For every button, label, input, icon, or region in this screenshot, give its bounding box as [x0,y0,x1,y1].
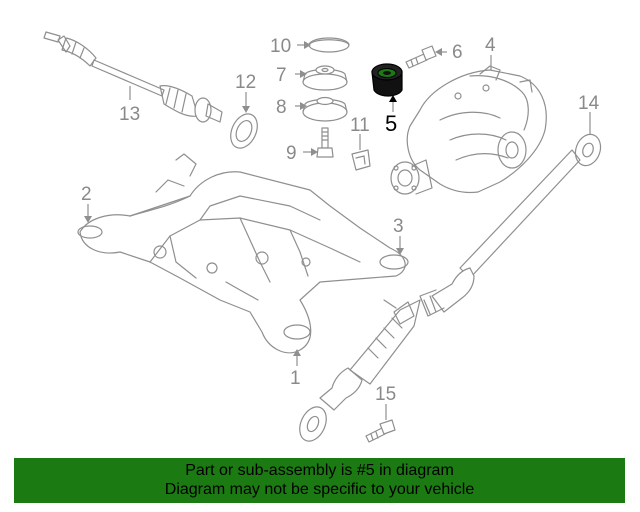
upper-mount-part[interactable] [302,65,348,91]
leader-lines [84,41,591,420]
callout-12[interactable]: 12 [235,72,256,93]
lower-mount-part[interactable] [302,96,348,122]
drive-shaft-part[interactable] [295,131,605,446]
callout-3[interactable]: 3 [393,216,404,237]
callout-5[interactable]: 5 [385,111,397,136]
callout-2[interactable]: 2 [81,184,92,205]
half-shaft-part[interactable] [43,31,223,123]
clip-part[interactable] [351,149,371,171]
differential-part[interactable] [390,65,547,195]
bushing-5-part[interactable] [371,63,403,97]
part-info-banner: Part or sub-assembly is #5 in diagram Di… [14,458,625,503]
parts-diagram: 1 2 3 4 5 6 7 8 9 10 11 12 13 14 15 [43,31,605,446]
bolt-15-part[interactable] [365,419,396,443]
cap-part[interactable] [308,37,350,53]
callout-1[interactable]: 1 [290,368,301,389]
callout-14[interactable]: 14 [578,93,600,114]
callout-6[interactable]: 6 [452,42,463,63]
callout-9[interactable]: 9 [286,143,297,164]
callout-15[interactable]: 15 [375,384,396,405]
callout-4[interactable]: 4 [485,35,496,56]
bolt-9-part[interactable] [316,127,334,158]
callout-8[interactable]: 8 [276,97,287,118]
banner-line-disclaimer: Diagram may not be specific to your vehi… [164,481,475,498]
callout-11[interactable]: 11 [350,115,370,136]
callout-13[interactable]: 13 [119,104,140,125]
bolt-6-part[interactable] [405,45,437,69]
subframe-part[interactable] [77,153,409,354]
callout-10[interactable]: 10 [270,36,291,57]
banner-line-part: Part or sub-assembly is #5 in diagram [185,462,454,479]
callout-labels: 1 2 3 4 5 6 7 8 9 10 11 12 13 14 15 [81,35,600,405]
callout-7[interactable]: 7 [276,65,287,86]
seal-part[interactable] [226,110,263,153]
